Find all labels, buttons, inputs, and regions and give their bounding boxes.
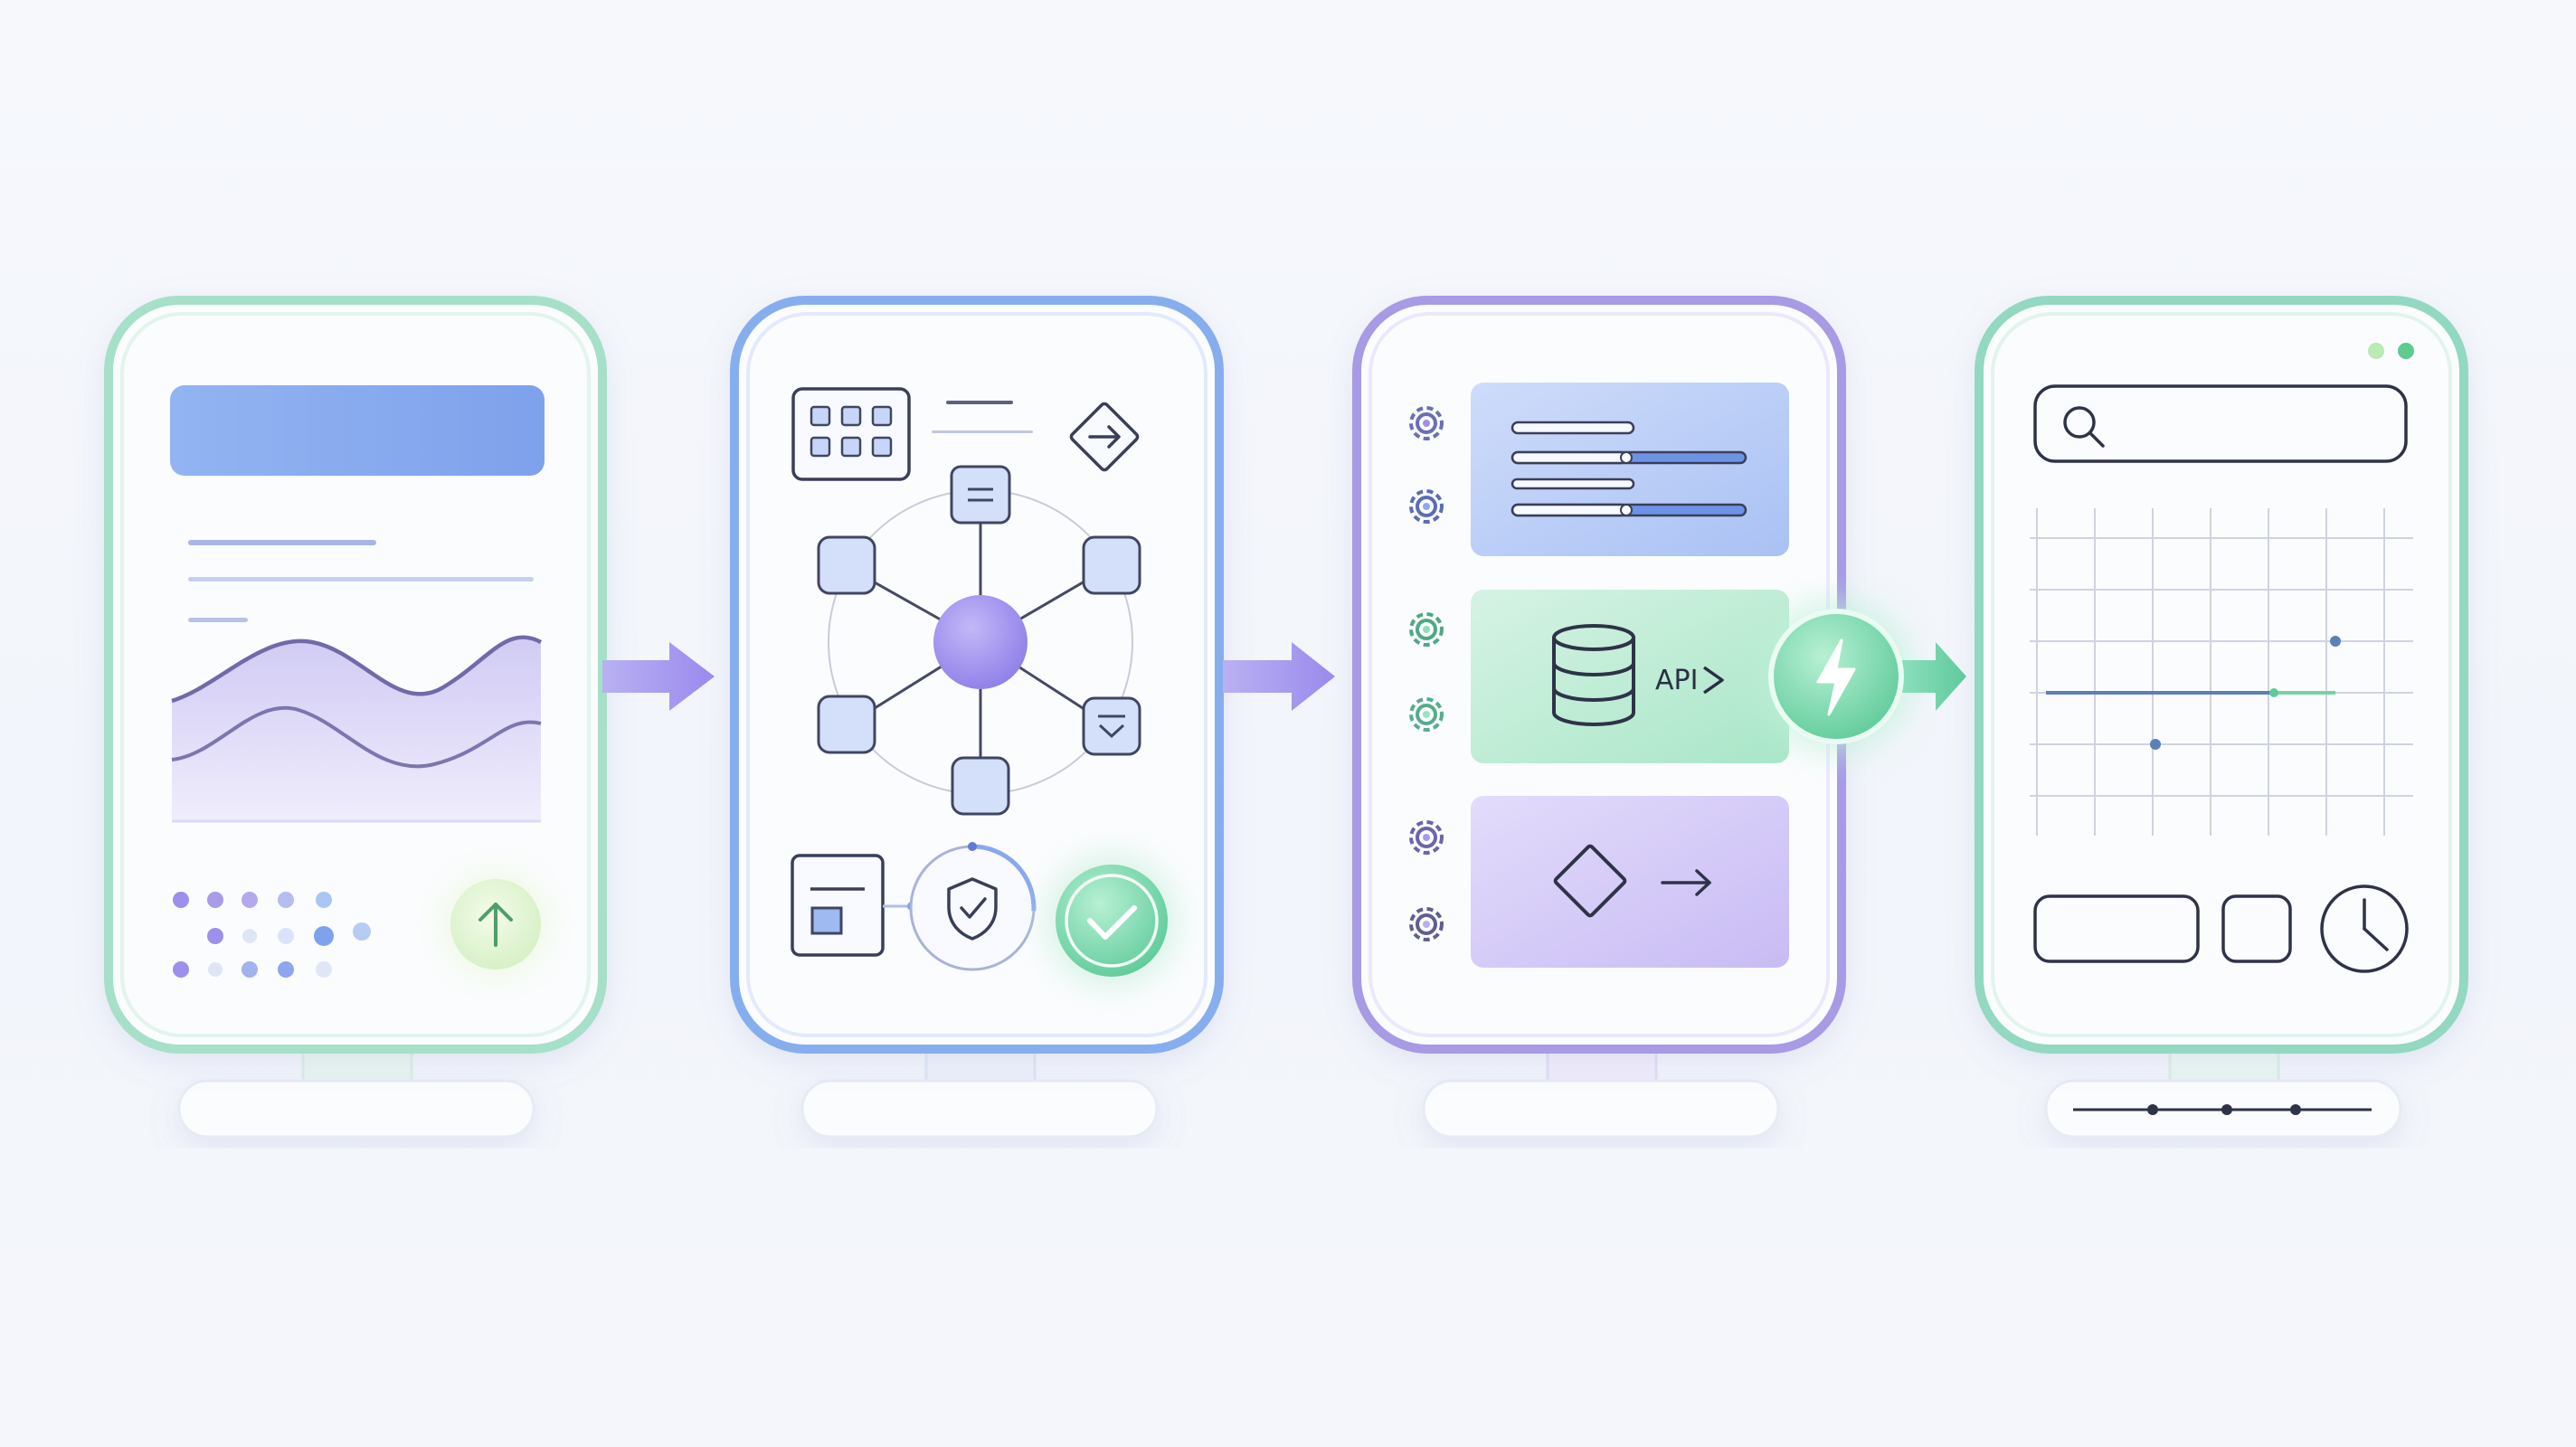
network-graph	[817, 465, 1141, 816]
wide-button[interactable]	[2033, 894, 2200, 963]
slider-icon[interactable]	[1511, 450, 1747, 465]
gear-column	[1409, 406, 1444, 941]
gear-icon[interactable]	[1409, 489, 1444, 524]
gear-icon[interactable]	[1409, 406, 1444, 440]
grid-icon[interactable]	[791, 387, 911, 481]
text-line	[188, 540, 376, 545]
check-button[interactable]	[1046, 856, 1177, 986]
data-point	[2330, 636, 2341, 647]
network-node[interactable]	[951, 756, 1010, 816]
stand-base	[800, 1079, 1159, 1139]
grid-chart	[2030, 508, 2413, 836]
document-icon[interactable]	[950, 465, 1011, 525]
chevron-right-icon	[1702, 666, 1724, 695]
slider-icon[interactable]	[1511, 503, 1747, 517]
diamond-icon	[1553, 844, 1627, 918]
panel-frame	[1975, 296, 2468, 1054]
gear-icon[interactable]	[1409, 697, 1444, 732]
window-icon[interactable]	[791, 854, 885, 957]
settings-card[interactable]	[1471, 383, 1789, 556]
upload-button[interactable]	[441, 870, 550, 979]
panel-analytics	[104, 296, 607, 1139]
panel-workflow	[730, 296, 1224, 1139]
api-card[interactable]: API	[1471, 590, 1789, 763]
flow-arrow	[602, 642, 715, 711]
wave-chart	[171, 635, 543, 823]
text-line	[932, 430, 1033, 433]
decision-card[interactable]	[1471, 796, 1789, 968]
panel-monitoring	[1975, 296, 2468, 1139]
status-dot	[2368, 343, 2384, 359]
dot-matrix	[173, 892, 371, 978]
status-dot	[2398, 343, 2414, 359]
slider-track	[1511, 421, 1635, 435]
lightning-icon	[1816, 638, 1856, 716]
database-icon	[1552, 624, 1635, 726]
trigger-connector[interactable]	[1760, 601, 1966, 752]
text-line	[188, 577, 534, 582]
hub-node[interactable]	[933, 595, 1028, 689]
stand-base	[177, 1079, 535, 1139]
square-button[interactable]	[2221, 894, 2292, 963]
network-node[interactable]	[817, 535, 876, 595]
slider-track	[1511, 478, 1635, 490]
header-bar	[170, 385, 545, 476]
shield-check-icon[interactable]	[908, 842, 1037, 972]
search-input[interactable]	[2033, 384, 2408, 463]
text-line	[188, 618, 248, 622]
text-line	[946, 401, 1013, 404]
stand-base	[1422, 1079, 1780, 1139]
panel-integration: API	[1352, 296, 1846, 1139]
search-icon	[2063, 406, 2105, 448]
network-node[interactable]	[1082, 535, 1141, 595]
check-icon	[1087, 905, 1137, 940]
flow-arrow	[1223, 642, 1335, 711]
gear-icon[interactable]	[1409, 820, 1444, 855]
gear-icon[interactable]	[1409, 612, 1444, 647]
timeline-base[interactable]	[2044, 1079, 2402, 1139]
gear-icon[interactable]	[1409, 907, 1444, 941]
api-label: API	[1655, 665, 1698, 696]
upload-icon	[478, 903, 513, 947]
filter-icon[interactable]	[1082, 696, 1141, 756]
data-point	[2150, 739, 2161, 750]
clock-icon[interactable]	[2320, 884, 2409, 973]
network-node[interactable]	[817, 695, 876, 754]
direction-icon[interactable]	[1069, 402, 1140, 472]
arrow-right-icon	[1661, 869, 1711, 896]
